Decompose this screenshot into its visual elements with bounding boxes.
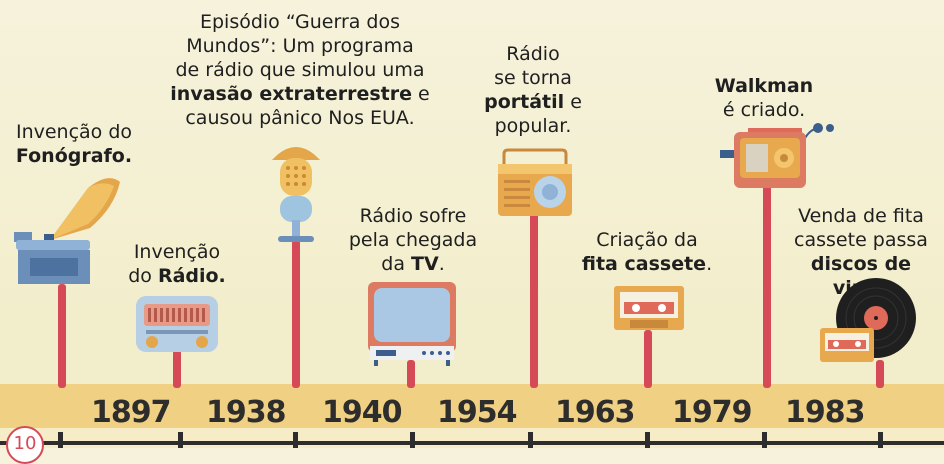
timeline-base: [0, 428, 944, 448]
television-icon: [368, 282, 456, 366]
label-phonograph: Invenção do Fonógrafo.: [15, 121, 133, 167]
stem-1940: [407, 360, 415, 388]
year-1897: 1897: [91, 395, 171, 430]
timeline-band: [0, 384, 944, 428]
year-1979: 1979: [672, 395, 752, 430]
tick: [293, 432, 298, 448]
stem-radio: [173, 350, 181, 388]
tick: [645, 432, 650, 448]
tick: [762, 432, 767, 448]
stem-1954: [530, 212, 538, 388]
microphone-icon: [272, 147, 320, 242]
year-1940: 1940: [322, 395, 402, 430]
stem-1897: [58, 284, 66, 388]
page-number: 10: [6, 426, 44, 464]
phonograph-icon: [14, 178, 120, 284]
label-cassette: Criação da fita cassete.: [581, 229, 713, 275]
label-radio-invention: Invenção do Rádio.: [128, 241, 226, 287]
cassette-icon: [614, 286, 684, 330]
stem-1963: [644, 330, 652, 388]
year-1963: 1963: [555, 395, 635, 430]
stem-1979: [763, 180, 771, 388]
walkman-icon: [720, 123, 834, 188]
label-tv: Rádio sofre pela chegada da TV.: [348, 205, 478, 275]
tick: [878, 432, 883, 448]
year-1983: 1983: [785, 395, 865, 430]
radio-icon: [136, 296, 218, 352]
label-portable: Rádio se torna portátil e popular.: [484, 43, 582, 137]
portable-radio-icon: [498, 148, 572, 216]
tick: [528, 432, 533, 448]
tick: [410, 432, 415, 448]
tick: [178, 432, 183, 448]
stem-1938: [292, 240, 300, 388]
year-1954: 1954: [437, 395, 517, 430]
tick: [58, 432, 63, 448]
stem-1983: [876, 360, 884, 388]
label-walkman: Walkman é criado.: [714, 75, 814, 121]
label-war-of-worlds: Episódio “Guerra dos Mundos”: Um program…: [170, 11, 430, 129]
vinyl-record-icon: [820, 278, 916, 362]
axis-line: [0, 441, 944, 445]
year-1938: 1938: [206, 395, 286, 430]
